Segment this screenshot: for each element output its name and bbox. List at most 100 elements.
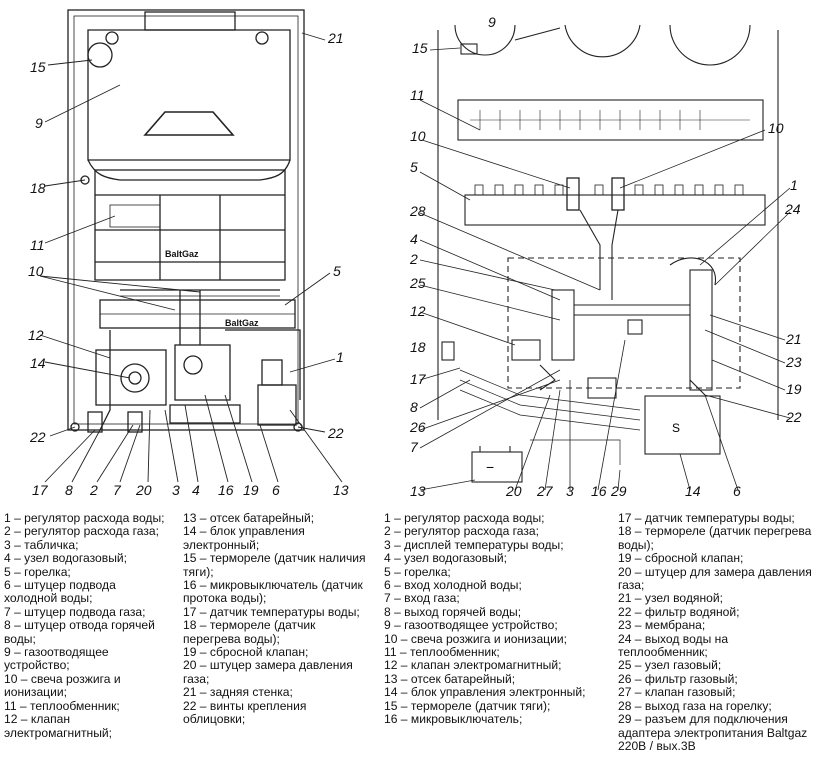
legend-item: 13 – отсек батарейный;	[183, 511, 315, 525]
legend-right-col2: 17 – датчик температуры воды;18 – термор…	[618, 511, 828, 753]
legend-item: 21 – задняя стенка;	[183, 685, 293, 700]
legend-item: 22 – винты крепления облицовки;	[183, 698, 307, 727]
callout-12: 12	[28, 327, 44, 343]
callout-r29: 29	[610, 483, 627, 499]
callout-r8: 8	[410, 399, 418, 415]
heat-exchanger	[94, 169, 286, 281]
callout-19: 19	[243, 482, 259, 498]
callout-r21: 21	[785, 331, 802, 347]
legend-item: 16 – микровыключатель (датчик протока во…	[183, 578, 363, 606]
callout-r20: 20	[505, 483, 522, 499]
control-region	[507, 257, 741, 389]
legend-item: 25 – узел газовый;	[618, 658, 722, 673]
legend-item: 20 – штуцер для замера давления газа;	[618, 564, 812, 593]
callout-18: 18	[30, 180, 46, 196]
legend-item: 6 – штуцер подвода холодной воды;	[4, 578, 116, 606]
legend-item: 3 – табличка;	[4, 537, 79, 552]
legend-item: 29 – разъем для подключения адаптера эле…	[618, 712, 808, 753]
callout-r9: 9	[488, 14, 496, 30]
legend-item: 14 – блок управления электронный;	[384, 685, 586, 700]
callout-r15: 15	[412, 40, 428, 56]
legend-item: 3 – дисплей температуры воды;	[384, 537, 564, 552]
callout-r17: 17	[410, 371, 427, 387]
heater-diagrams: BaltGaz BaltGaz 21 15 9 18 11 10 5 12 14…	[28, 9, 802, 499]
callout-20: 20	[135, 482, 152, 498]
callout-21: 21	[327, 30, 344, 46]
legend-item: 9 – газоотводящее устройство;	[384, 618, 558, 633]
heat-exchanger-schematic	[457, 99, 764, 141]
legend-item: 21 – узел водяной;	[618, 591, 723, 606]
legend-item: 15 – термореле (датчик наличия тяги);	[183, 551, 366, 579]
legend-item: 11 – теплообменник;	[4, 698, 120, 713]
legend-item: 7 – вход газа;	[384, 591, 460, 606]
water-unit	[689, 269, 713, 391]
callout-15: 15	[30, 59, 46, 75]
legend-item: 4 – узел водогазовый;	[4, 551, 128, 566]
legend-item: 10 – свеча розжига и ионизации;	[4, 671, 121, 700]
callout-r23: 23	[785, 354, 802, 370]
legend-left-col1: 1 – регулятор расхода воды;2 – регулятор…	[4, 511, 182, 740]
brand-label-lower: BaltGaz	[225, 318, 259, 328]
legend-item: 15 – термореле (датчик тяги);	[384, 698, 551, 713]
legend-item: 9 – газоотводящее устройство;	[4, 645, 109, 673]
legend-item: 12 – клапан электромагнитный;	[4, 712, 113, 740]
legend-item: 24 – выход воды на теплообменник;	[618, 631, 729, 660]
legend-left-col2: 13 – отсек батарейный;14 – блок управлен…	[183, 511, 383, 727]
callout-r16: 16	[591, 483, 607, 499]
callout-r25: 25	[409, 275, 426, 291]
control-block	[644, 395, 721, 455]
callout-11: 11	[30, 237, 45, 253]
callout-8: 8	[65, 482, 73, 498]
callout-r6: 6	[733, 483, 741, 499]
legend-item: 8 – выход горячей воды;	[384, 604, 522, 619]
callout-10: 10	[28, 263, 44, 279]
legend-item: 26 – фильтр газовый;	[618, 671, 738, 686]
legend-item: 8 – штуцер отвода горячей воды;	[4, 618, 155, 646]
legend-item: 2 – регулятор расхода газа;	[4, 524, 160, 539]
callout-r4: 4	[410, 231, 418, 247]
callout-3: 3	[172, 482, 180, 498]
callout-14: 14	[30, 355, 46, 371]
battery-minus-sign: −	[486, 459, 494, 475]
callout-7: 7	[113, 482, 122, 498]
left-heater-drawing	[39, 9, 343, 483]
callout-r22: 22	[785, 409, 802, 425]
legend-item: 2 – регулятор расхода газа;	[384, 524, 540, 539]
legend-item: 1 – регулятор расхода воды;	[384, 511, 545, 525]
legend-item: 23 – мембрана;	[618, 618, 706, 633]
callout-1: 1	[336, 349, 344, 365]
legend-item: 17 – датчик температуры воды;	[183, 604, 360, 619]
legend-item: 6 – вход холодной воды;	[384, 578, 522, 593]
battery	[471, 451, 523, 483]
callout-r19: 19	[786, 381, 802, 397]
callout-4: 4	[192, 482, 200, 498]
callout-r14: 14	[685, 483, 701, 499]
callout-16: 16	[218, 482, 234, 498]
legend-item: 10 – свеча розжига и ионизации;	[384, 631, 567, 646]
legend-item: 22 – фильтр водяной;	[618, 604, 740, 619]
legend-item: 19 – сбросной клапан;	[618, 551, 744, 566]
brand-label-upper: BaltGaz	[165, 249, 199, 259]
callout-r3: 3	[566, 483, 574, 499]
callout-r1: 1	[790, 177, 798, 193]
legend-item: 12 – клапан электромагнитный;	[384, 658, 562, 673]
right-callouts: 9 15 11 10 10 5 1 24 28 4 2 25 12 21 18 …	[409, 14, 802, 499]
legend-item: 4 – узел водогазовый;	[384, 551, 508, 566]
callout-9: 9	[35, 115, 43, 131]
callout-r27: 27	[536, 483, 554, 499]
callout-r18: 18	[410, 339, 426, 355]
back-wall	[67, 9, 305, 431]
legend-right-col1: 1 – регулятор расхода воды;2 – регулятор…	[384, 511, 614, 727]
legend-item: 27 – клапан газовый;	[618, 685, 736, 700]
legend-item: 19 – сбросной клапан;	[183, 645, 309, 660]
callout-r13: 13	[410, 483, 426, 499]
right-schematic	[419, 24, 791, 491]
callout-22-left: 22	[29, 429, 46, 445]
callout-6: 6	[272, 482, 280, 498]
callout-r10-right: 10	[768, 120, 784, 136]
callout-22-right: 22	[327, 425, 344, 441]
callout-5: 5	[333, 263, 341, 279]
left-callouts: 21 15 9 18 11 10 5 12 14 22 1 22 17 8 2 …	[28, 30, 349, 498]
battery-compartment	[257, 384, 297, 426]
legend-item: 20 – штуцер замера давления газа;	[183, 658, 353, 686]
